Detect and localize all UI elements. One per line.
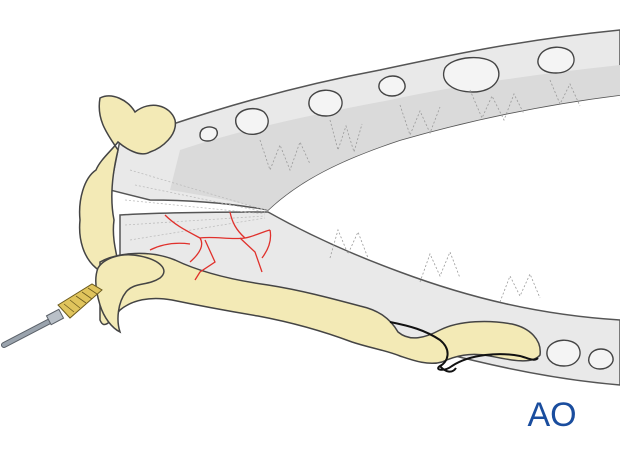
bone-hook: [95, 254, 165, 334]
upper-teeth: [199, 46, 575, 142]
burr-drill-icon: [1, 283, 103, 348]
cerclage-wire-icon: [389, 321, 539, 373]
bone-fragment-left: [78, 95, 177, 273]
upper-mandible-shade: [170, 65, 620, 210]
upper-root-lines: [259, 79, 581, 172]
symphysis-striations: [124, 169, 266, 241]
lower-root-lines: [329, 228, 541, 303]
ao-logo-text: AO: [527, 396, 576, 434]
lower-teeth: [546, 339, 614, 370]
bone-fragment-lower: [99, 252, 541, 365]
fracture-lines: [149, 211, 272, 281]
ao-logo: AO: [527, 396, 576, 434]
